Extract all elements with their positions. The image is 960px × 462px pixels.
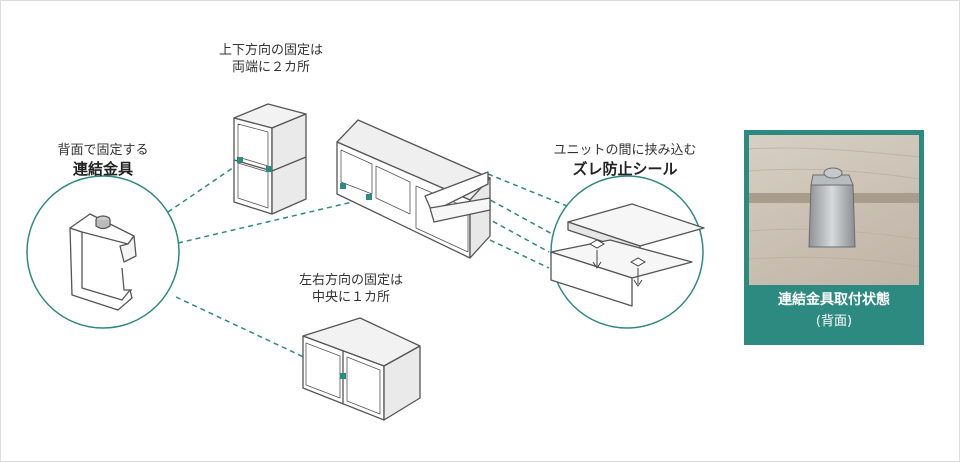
tv-board [336, 119, 491, 259]
bracket-label-line1: 背面で固定する [57, 143, 149, 158]
horizontal-fix-line2: 中央に１カ所 [311, 290, 390, 305]
connector-to-vertical-stack [167, 162, 241, 213]
seal-boards [550, 203, 705, 307]
vertical-fix-label: 上下方向の固定は 両端に２カ所 [196, 42, 346, 76]
connector-seal-b [482, 195, 555, 236]
seal-detail [550, 175, 705, 329]
photo-bracket [808, 184, 856, 248]
bracket-screw-base [95, 220, 111, 230]
vertical-bracket-marker-left [237, 157, 243, 163]
photo-caption-line2: (背面) [815, 314, 853, 329]
connector-to-horizontal-units [175, 296, 343, 376]
tv-bracket-marker-left [340, 183, 346, 189]
seal-label: ユニットの間に挟み込む ズレ防止シール [530, 142, 720, 179]
seal-label-line1: ユニットの間に挟み込む [553, 143, 697, 158]
bracket-detail [26, 175, 180, 329]
seal-pads [588, 239, 647, 267]
bracket-photo-panel: 連結金具取付状態 (背面) [744, 130, 924, 345]
photo-bracket-screw [823, 167, 843, 179]
connector-seal-d [489, 239, 550, 269]
horizontal-fix-line1: 左右方向の固定は [298, 273, 403, 288]
connector-seal-c [484, 216, 550, 253]
bracket-photo [749, 135, 919, 285]
vertical-stack [233, 103, 307, 215]
horizontal-units [302, 317, 421, 421]
vertical-fix-line1: 上下方向の固定は [218, 43, 323, 58]
photo-caption-line1: 連結金具取付状態 [778, 292, 890, 308]
bracket-label: 背面で固定する 連結金具 [38, 142, 168, 179]
vertical-fix-line2: 両端に２カ所 [231, 60, 310, 75]
horizontal-bracket-marker [340, 373, 346, 379]
bracket-circle [26, 175, 180, 329]
vertical-bracket-marker-right [266, 166, 272, 172]
connector-lines [167, 162, 568, 376]
horizontal-fix-label: 左右方向の固定は 中央に１カ所 [276, 272, 426, 306]
seal-arrows [592, 250, 643, 287]
tv-bracket-marker-right [366, 194, 372, 200]
bracket-label-line2: 連結金具 [72, 160, 133, 178]
photo-caption: 連結金具取付状態 (背面) [744, 290, 924, 332]
seal-label-line2: ズレ防止シール [572, 160, 678, 178]
